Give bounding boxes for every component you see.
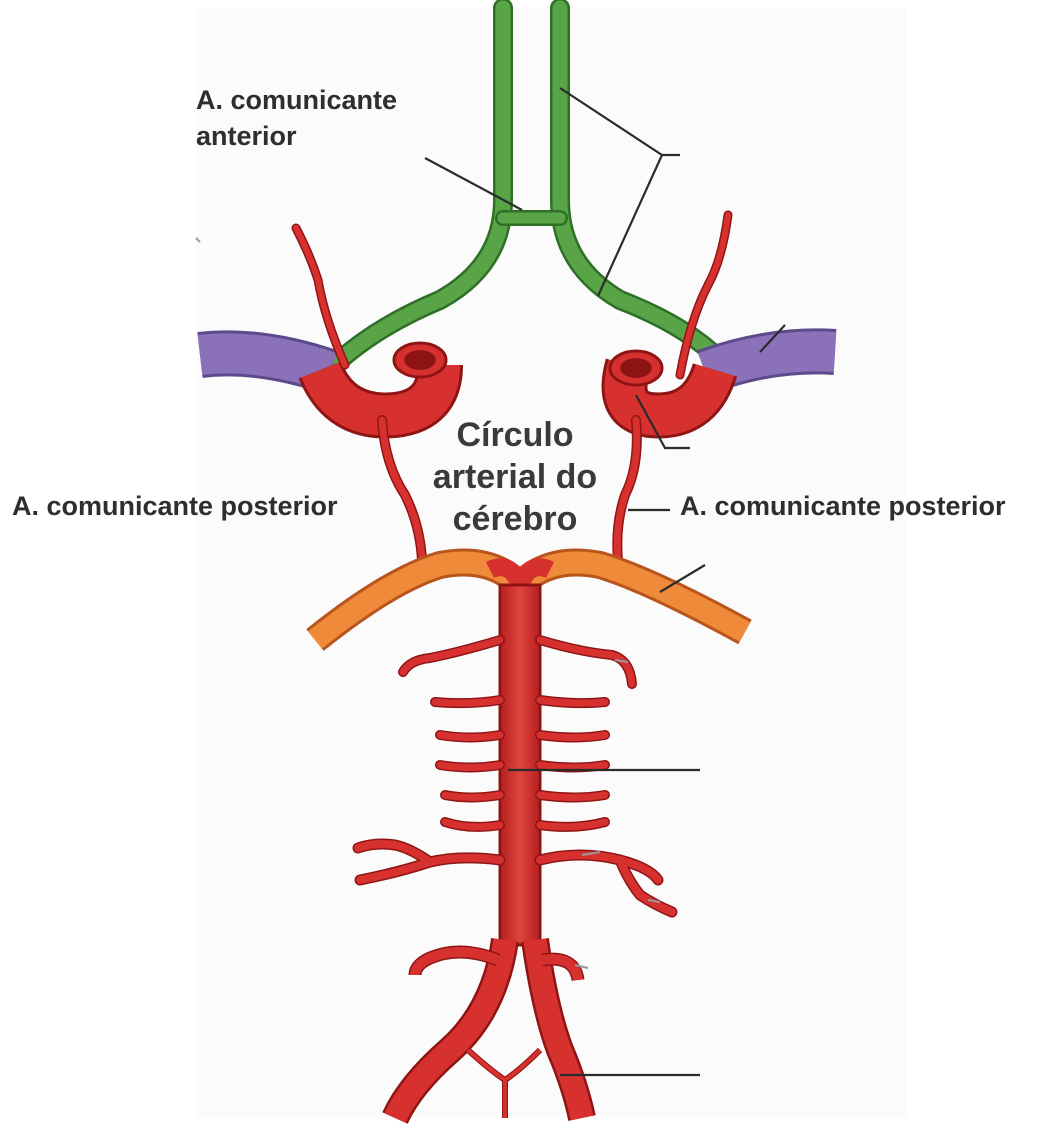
label-posterior-communicating-left: A. comunicante posterior bbox=[12, 490, 338, 522]
label-anterior-communicating-line2: anterior bbox=[196, 120, 297, 152]
center-title-line3: cérebro bbox=[405, 498, 625, 540]
basilar-artery bbox=[500, 585, 540, 945]
center-title-line1: Círculo bbox=[405, 414, 625, 456]
center-title-line2: arterial do bbox=[405, 456, 625, 498]
label-posterior-communicating-right: A. comunicante posterior bbox=[680, 490, 1006, 522]
label-anterior-communicating-line1: A. comunicante bbox=[196, 84, 397, 116]
